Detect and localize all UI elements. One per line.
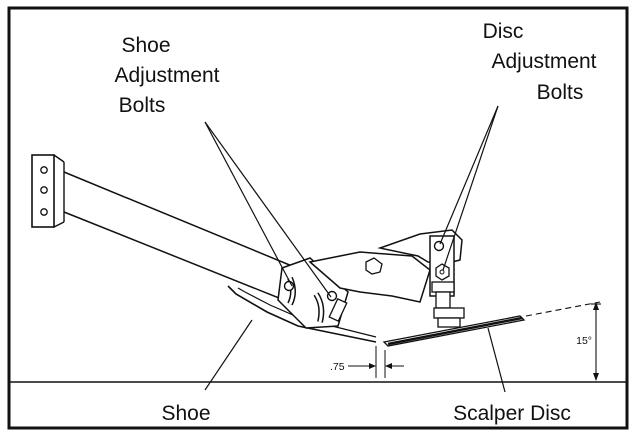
disc-bolts-line-2: Adjustment xyxy=(491,50,596,73)
shoe-bolt-upper xyxy=(283,280,295,292)
shoe-bolt-lower xyxy=(326,290,338,302)
scalper-disc xyxy=(382,315,526,347)
disc-bolts-line-1: Disc xyxy=(483,20,524,43)
scalper-disc-label: Scalper Disc xyxy=(453,402,571,425)
shoe-blade xyxy=(227,285,377,343)
disc-bolt-upper xyxy=(433,240,445,252)
angle-value: 15° xyxy=(576,335,592,347)
disc-bolts-line-3: Bolts xyxy=(537,81,584,104)
mounting-bracket xyxy=(31,154,65,228)
gap-dimension: .75 xyxy=(330,346,404,378)
angle-dimension: 15° xyxy=(525,301,601,381)
shoe-label: Shoe xyxy=(161,402,210,425)
gap-value: .75 xyxy=(330,361,345,373)
shoe-bolts-line-2: Adjustment xyxy=(114,64,219,87)
main-arm xyxy=(63,171,293,301)
shoe-adjustment-bolts-label: Shoe Adjustment Bolts xyxy=(114,34,219,117)
disc-bolt-lower xyxy=(439,269,445,275)
shoe-bolts-line-1: Shoe xyxy=(121,34,170,57)
disc-adjustment-bolts-label: Disc Adjustment Bolts xyxy=(483,20,597,104)
shoe-bolts-line-3: Bolts xyxy=(119,94,166,117)
figure-border xyxy=(7,6,629,430)
leader-lines xyxy=(204,105,506,393)
disc-bracket xyxy=(429,235,465,328)
